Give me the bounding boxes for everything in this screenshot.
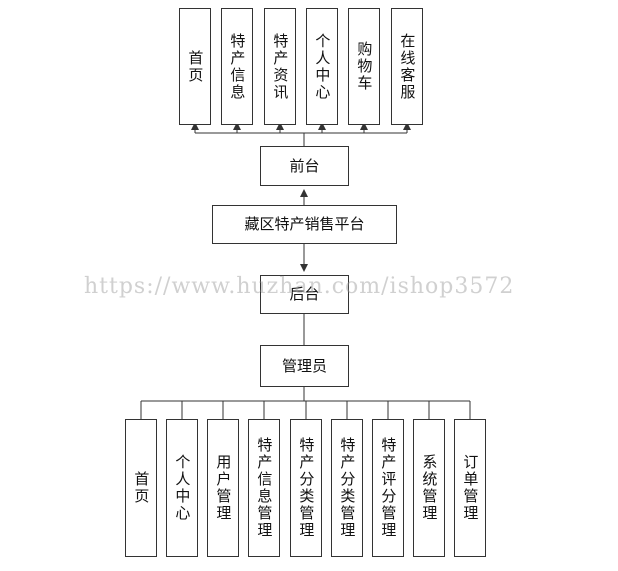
admin-child-box: 特产信息管理: [248, 419, 280, 557]
admin-child-label: 特产分类管理: [338, 437, 357, 539]
front-label: 前台: [289, 156, 320, 175]
admin-child-label: 个人中心: [173, 454, 192, 522]
front-child-label: 个人中心: [313, 32, 332, 101]
admin-child-box: 特产分类管理: [290, 419, 322, 557]
front-child-box: 购物车: [348, 8, 380, 125]
admin-child-box: 订单管理: [454, 419, 486, 557]
front-child-box: 在线客服: [391, 8, 423, 125]
admin-child-label: 用户管理: [214, 454, 233, 522]
front-child-label: 特产信息: [228, 32, 247, 101]
admin-child-box: 首页: [125, 419, 157, 557]
admin-child-box: 用户管理: [207, 419, 239, 557]
front-child-label: 购物车: [355, 41, 374, 92]
admin-child-box: 特产评分管理: [372, 419, 404, 557]
admin-child-label: 特产信息管理: [255, 437, 274, 539]
back-box: 后台: [260, 275, 349, 314]
front-box: 前台: [260, 146, 349, 186]
platform-label: 藏区特产销售平台: [244, 215, 365, 234]
front-child-box: 个人中心: [306, 8, 338, 125]
admin-child-box: 个人中心: [166, 419, 198, 557]
admin-child-label: 系统管理: [420, 454, 439, 522]
front-child-label: 在线客服: [398, 32, 417, 101]
admin-label: 管理员: [281, 356, 327, 375]
platform-box: 藏区特产销售平台: [212, 205, 397, 244]
front-child-box: 特产资讯: [264, 8, 296, 125]
back-label: 后台: [289, 285, 320, 304]
admin-child-label: 特产评分管理: [379, 437, 398, 539]
front-child-box: 首页: [179, 8, 211, 125]
admin-child-box: 系统管理: [413, 419, 445, 557]
front-child-label: 首页: [186, 49, 205, 84]
admin-child-label: 首页: [132, 471, 151, 505]
admin-child-label: 订单管理: [461, 454, 480, 522]
admin-box: 管理员: [260, 345, 349, 387]
admin-child-label: 特产分类管理: [297, 437, 316, 539]
admin-child-box: 特产分类管理: [331, 419, 363, 557]
front-child-label: 特产资讯: [271, 32, 290, 101]
front-child-box: 特产信息: [221, 8, 253, 125]
